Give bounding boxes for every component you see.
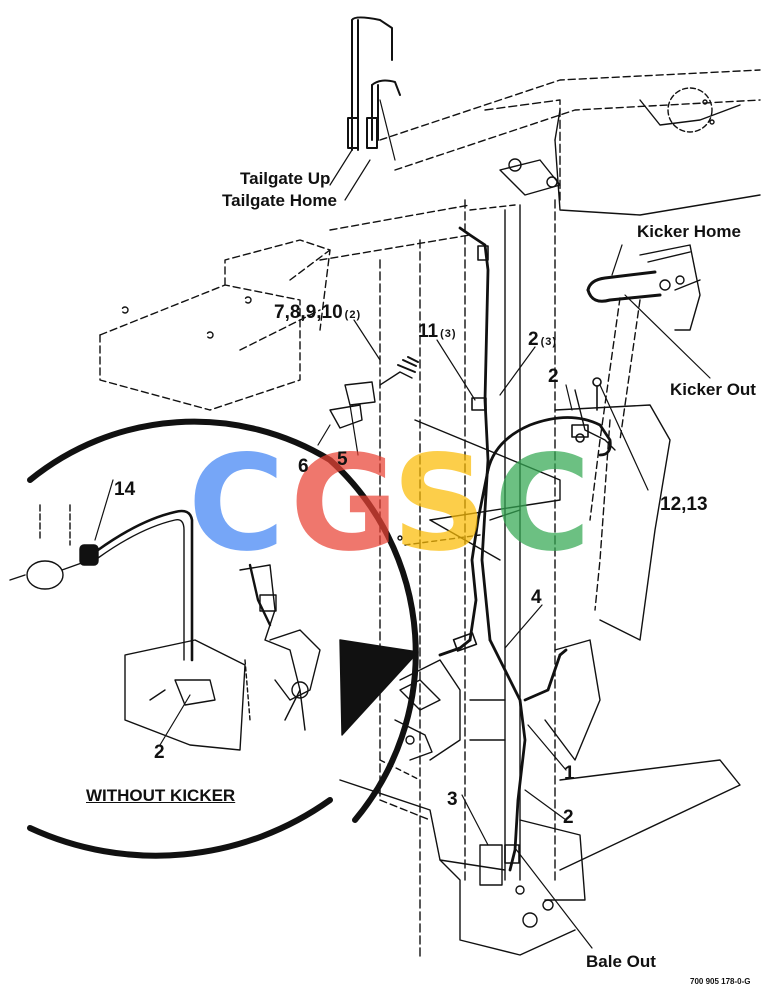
watermark-letter-s: S xyxy=(392,427,488,581)
label-bale-out: Bale Out xyxy=(586,952,656,971)
callout-3: 3 xyxy=(447,789,458,810)
upper-crossmember xyxy=(379,69,761,216)
label-tailgate-home: Tailgate Home xyxy=(222,191,337,210)
figure-number: 700 905 178-0-G xyxy=(690,977,751,986)
callout-7-8-9-10-qty: (2) xyxy=(344,309,362,321)
right-lower-frame xyxy=(519,389,741,928)
main-harness-wire xyxy=(438,226,612,872)
callout-2-top-qty: (3) xyxy=(540,336,558,348)
leader-lines xyxy=(317,244,711,949)
left-panels xyxy=(99,239,331,411)
callout-7-8-9-10: 7,8,9,10(2) xyxy=(274,303,361,322)
callout-14: 14 xyxy=(114,479,136,500)
callout-11: 11(3) xyxy=(418,322,457,341)
callout-1: 1 xyxy=(564,763,575,784)
tailgate-switch-harness xyxy=(329,16,401,201)
callout-2-inset: 2 xyxy=(154,742,165,763)
callout-2-top: 2(3) xyxy=(528,330,557,349)
label-without-kicker: WITHOUT KICKER xyxy=(86,786,236,805)
callout-2-top-number: 2 xyxy=(528,329,539,350)
label-kicker-out: Kicker Out xyxy=(670,380,756,399)
label-tailgate-up: Tailgate Up xyxy=(240,169,331,188)
kicker-switch-bracket xyxy=(586,244,701,521)
callout-11-number: 11 xyxy=(418,321,439,342)
callout-12-13: 12,13 xyxy=(660,494,708,515)
callout-7-8-9-10-number: 7,8,9,10 xyxy=(274,302,343,323)
watermark-letter-c1: C xyxy=(188,427,285,581)
callout-2-right: 2 xyxy=(548,366,559,387)
callout-5: 5 xyxy=(337,449,348,470)
label-kicker-home: Kicker Home xyxy=(637,222,741,241)
callout-4: 4 xyxy=(531,587,542,608)
watermark-letter-c2: C xyxy=(494,427,591,581)
watermark-letter-g: G xyxy=(290,427,399,581)
callout-2-lower: 2 xyxy=(563,807,574,828)
lower-frame xyxy=(339,659,576,956)
inset-detail xyxy=(9,418,419,859)
callout-11-qty: (3) xyxy=(440,328,457,340)
callout-6: 6 xyxy=(298,456,309,477)
